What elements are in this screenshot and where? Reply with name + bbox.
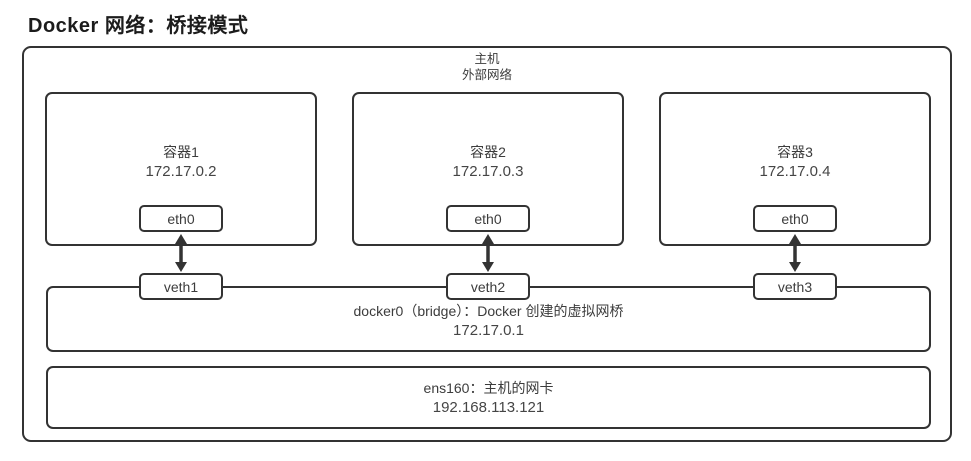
double-arrow-icon [175, 234, 187, 272]
diagram-title: Docker 网络：桥接模式 [28, 15, 249, 37]
double-arrow-icon [789, 234, 801, 272]
container-ip: 172.17.0.4 [759, 163, 831, 180]
container-column-2: 容器2 172.17.0.3 eth0 veth2 [352, 92, 624, 301]
bridge-ip: 172.17.0.1 [453, 322, 524, 339]
container-ip: 172.17.0.3 [452, 163, 524, 180]
container-box-1: 容器1 172.17.0.2 [45, 92, 317, 246]
eth0-port-box-3: eth0 [753, 205, 837, 232]
eth0-port-box-1: eth0 [139, 205, 223, 232]
host-label: 主机 外部网络 [24, 51, 950, 83]
host-label-line2: 外部网络 [461, 68, 512, 82]
container-column-3: 容器3 172.17.0.4 eth0 veth3 [659, 92, 931, 301]
host-label-line1: 主机 [474, 52, 500, 66]
nic-label: ens160：主机的网卡 [423, 379, 554, 396]
bridge-label: docker0（bridge）：Docker 创建的虚拟网桥 [353, 303, 624, 319]
double-arrow-icon [482, 234, 494, 272]
container-column-1: 容器1 172.17.0.2 eth0 veth1 [45, 92, 317, 301]
eth0-port-box-2: eth0 [446, 205, 530, 232]
container-name: 容器1 [163, 144, 199, 160]
container-name: 容器3 [777, 144, 813, 160]
veth-port-box-1: veth1 [139, 273, 223, 300]
nic-ip: 192.168.113.121 [432, 398, 545, 416]
veth-port-box-3: veth3 [753, 273, 837, 300]
veth-port-box-2: veth2 [446, 273, 530, 300]
ens160-nic-box: ens160：主机的网卡 192.168.113.121 [46, 366, 931, 429]
container-name: 容器2 [470, 144, 506, 160]
container-ip: 172.17.0.2 [145, 163, 217, 180]
